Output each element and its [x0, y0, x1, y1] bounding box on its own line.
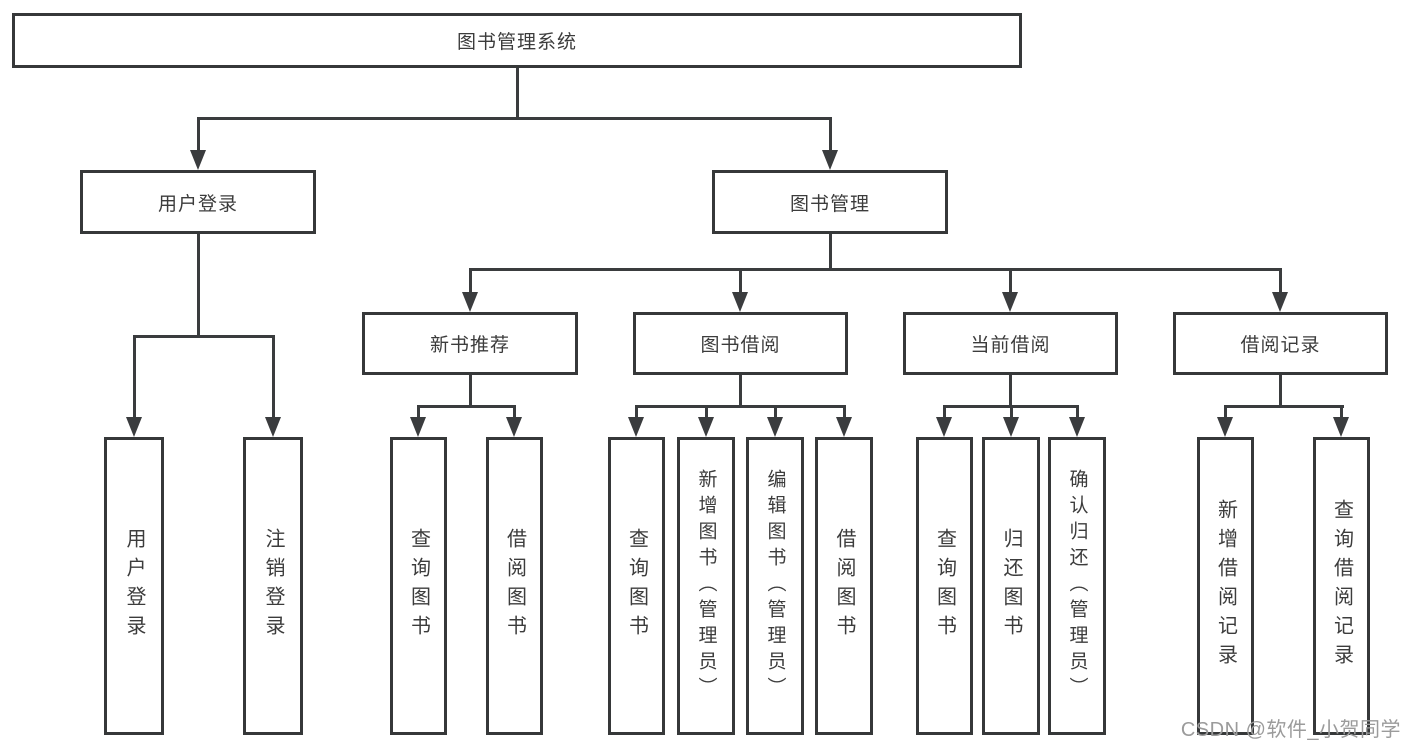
connector-line [774, 405, 777, 419]
leaf-label: 确认归还（管理员） [1066, 469, 1088, 703]
leaf-label: 新增借阅记录 [1214, 499, 1237, 673]
leaf-label: 查询图书 [625, 528, 648, 644]
node-book-borrow: 图书借阅 [633, 312, 848, 375]
arrowhead-down [1333, 417, 1349, 437]
leaf-label: 编辑图书（管理员） [764, 469, 786, 703]
connector-line [635, 405, 846, 408]
arrowhead-down [190, 150, 206, 170]
arrowhead-down [836, 417, 852, 437]
node-library-management-system: 图书管理系统 [12, 13, 1022, 68]
arrowhead-down [767, 417, 783, 437]
leaf-query-books-current: 查询图书 [916, 437, 973, 735]
leaf-label: 注销登录 [262, 528, 284, 644]
connector-line [1279, 268, 1282, 294]
connector-line [1009, 375, 1012, 405]
leaf-logout: 注销登录 [243, 437, 303, 735]
arrowhead-down [462, 292, 478, 312]
connector-line [469, 268, 1282, 271]
arrowhead-down [1002, 292, 1018, 312]
leaf-label: 借阅图书 [833, 528, 855, 644]
connector-line [417, 405, 516, 408]
node-label: 当前借阅 [970, 335, 1051, 356]
node-label: 借阅记录 [1240, 335, 1321, 356]
connector-line [272, 335, 275, 418]
node-label: 图书管理系统 [456, 32, 577, 53]
leaf-edit-book-admin: 编辑图书（管理员） [746, 437, 804, 735]
connector-line [829, 117, 832, 151]
leaf-label: 查询图书 [933, 528, 956, 644]
leaf-add-book-admin: 新增图书（管理员） [677, 437, 735, 735]
leaf-borrow-books: 借阅图书 [815, 437, 873, 735]
watermark: CSDN @软件_小贺同学 [1180, 719, 1401, 741]
leaf-label: 借阅图书 [503, 528, 526, 644]
connector-line [417, 405, 420, 419]
connector-line [739, 268, 742, 294]
node-label: 用户登录 [157, 193, 238, 215]
connector-line [635, 405, 638, 419]
leaf-user-login: 用户登录 [104, 437, 164, 735]
connector-line [197, 117, 832, 120]
connector-line [133, 335, 275, 338]
leaf-query-books-recommend: 查询图书 [390, 437, 447, 735]
connector-line [197, 234, 200, 335]
connector-line [705, 405, 708, 419]
leaf-query-borrow-record: 查询借阅记录 [1313, 437, 1370, 735]
arrowhead-down [698, 417, 714, 437]
node-label: 图书管理 [789, 193, 870, 215]
node-user-login: 用户登录 [80, 170, 316, 234]
connector-line [513, 405, 516, 419]
leaf-return-books: 归还图书 [982, 437, 1040, 735]
arrowhead-down [936, 417, 952, 437]
connector-line [133, 335, 136, 418]
arrowhead-down [628, 417, 644, 437]
connector-line [469, 375, 472, 405]
connector-line [516, 68, 519, 117]
leaf-label: 查询借阅记录 [1330, 499, 1353, 673]
leaf-label: 用户登录 [123, 528, 145, 644]
node-current-borrow: 当前借阅 [903, 312, 1118, 375]
connector-line [469, 268, 472, 294]
leaf-add-borrow-record: 新增借阅记录 [1197, 437, 1254, 735]
arrowhead-down [1217, 417, 1233, 437]
connector-line [739, 375, 742, 405]
node-label: 图书借阅 [700, 335, 781, 356]
connector-line [1340, 405, 1343, 419]
leaf-label: 查询图书 [407, 528, 430, 644]
node-label: 新书推荐 [429, 335, 510, 356]
arrowhead-down [506, 417, 522, 437]
leaf-label: 归还图书 [1000, 528, 1022, 644]
connector-line [1009, 268, 1012, 294]
leaf-confirm-return-admin: 确认归还（管理员） [1048, 437, 1106, 735]
arrowhead-down [410, 417, 426, 437]
arrowhead-down [1069, 417, 1085, 437]
connector-line [829, 234, 832, 268]
arrowhead-down [265, 417, 281, 437]
arrowhead-down [822, 150, 838, 170]
connector-line [1224, 405, 1227, 419]
arrowhead-down [732, 292, 748, 312]
arrowhead-down [1272, 292, 1288, 312]
connector-line [1224, 405, 1344, 408]
connector-line [1010, 405, 1013, 419]
connector-line [1279, 375, 1282, 405]
node-book-management: 图书管理 [712, 170, 948, 234]
leaf-query-books-borrow: 查询图书 [608, 437, 665, 735]
connector-line [197, 117, 200, 151]
leaf-borrow-books-recommend: 借阅图书 [486, 437, 543, 735]
arrowhead-down [1003, 417, 1019, 437]
connector-line [843, 405, 846, 419]
node-new-book-recommend: 新书推荐 [362, 312, 578, 375]
leaf-label: 新增图书（管理员） [695, 469, 717, 703]
node-borrow-records: 借阅记录 [1173, 312, 1388, 375]
connector-line [943, 405, 946, 419]
connector-line [1076, 405, 1079, 419]
arrowhead-down [126, 417, 142, 437]
